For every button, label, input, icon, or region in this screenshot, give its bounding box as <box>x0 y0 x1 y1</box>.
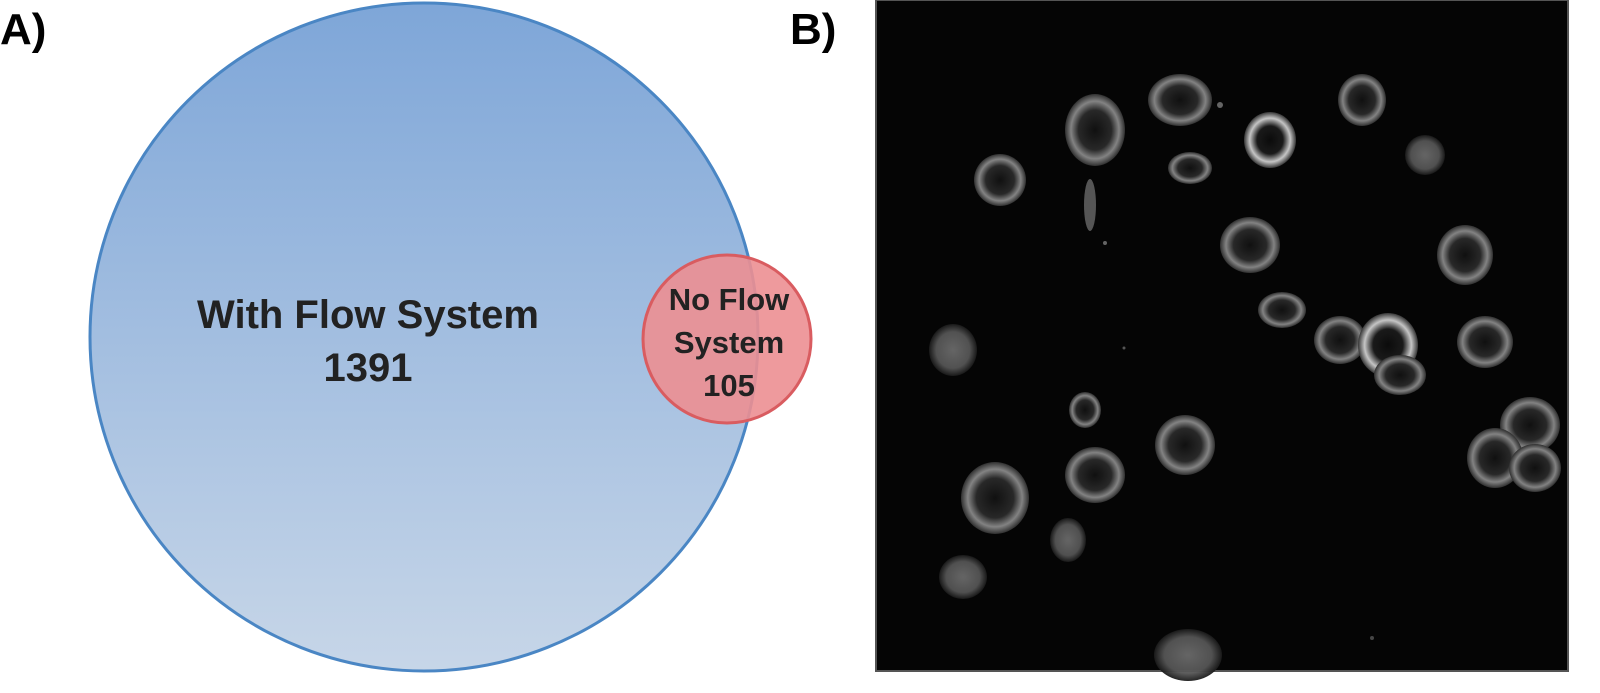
panel-a-label: A) <box>0 5 46 54</box>
with-flow-system-count: 1391 <box>324 346 413 390</box>
cell <box>1457 316 1513 368</box>
cell <box>1148 74 1212 126</box>
cell <box>1437 225 1493 285</box>
panel-a: A) With Flow System 1391 No Flow System … <box>0 3 811 671</box>
cell <box>1244 112 1296 168</box>
cell <box>1065 447 1125 503</box>
cell <box>1258 292 1306 328</box>
cell <box>1220 217 1280 273</box>
cell <box>1405 135 1445 175</box>
cell-debris <box>1084 179 1096 231</box>
cell <box>939 555 987 599</box>
cell <box>1509 444 1561 492</box>
no-flow-system-label-line2: System <box>674 325 784 360</box>
cell-debris <box>1370 636 1374 640</box>
micrograph <box>876 0 1568 681</box>
cell <box>929 324 977 376</box>
cell-debris <box>1103 241 1107 245</box>
cell <box>1065 94 1125 166</box>
cell <box>1050 518 1086 562</box>
cell <box>1168 152 1212 184</box>
cell <box>1374 355 1426 395</box>
cell-debris <box>1217 102 1223 108</box>
no-flow-system-label-line1: No Flow <box>669 282 790 317</box>
venn-diagram: With Flow System 1391 No Flow System 105 <box>90 3 811 671</box>
cell <box>974 154 1026 206</box>
cell <box>1154 629 1222 681</box>
cell-debris <box>1123 347 1126 350</box>
cell <box>1338 74 1386 126</box>
with-flow-system-label: With Flow System <box>197 293 539 337</box>
panel-b: B) <box>790 0 1568 681</box>
panel-b-label: B) <box>790 5 836 54</box>
cell <box>1155 415 1215 475</box>
cell <box>961 462 1029 534</box>
no-flow-system-count: 105 <box>703 368 755 403</box>
cell <box>1069 392 1101 428</box>
cell <box>1314 316 1366 364</box>
